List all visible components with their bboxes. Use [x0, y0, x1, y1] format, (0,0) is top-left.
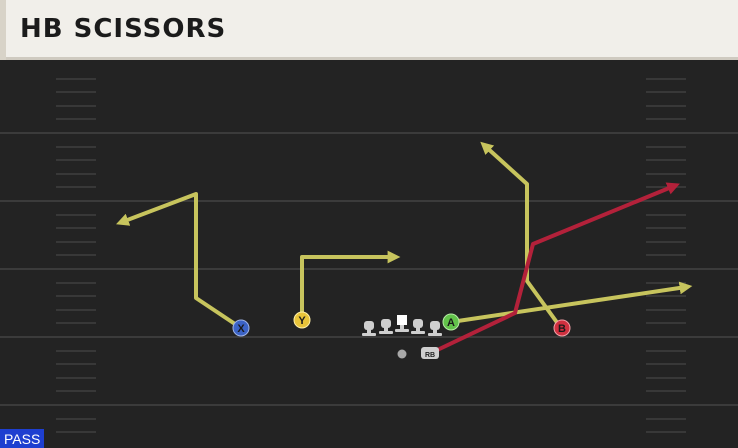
offensive-line — [362, 315, 442, 336]
lineman-icon — [411, 319, 425, 334]
button-y-label: Y — [298, 315, 306, 327]
route-y — [300, 250, 401, 322]
route-b — [480, 141, 563, 330]
hash-marks-left — [56, 78, 96, 433]
button-b-label: B — [558, 323, 566, 335]
running-back-marker: RB — [421, 347, 439, 359]
header-accent — [0, 0, 6, 60]
lineman-icon — [379, 319, 393, 334]
lineman-icon — [428, 321, 442, 336]
rb-label: RB — [425, 352, 435, 359]
center-icon — [395, 315, 409, 332]
play-header: HB SCISSORS — [0, 0, 738, 60]
receiver-y: Y — [293, 311, 311, 329]
lineman-icon — [362, 321, 376, 336]
route-a — [449, 281, 693, 324]
play-title: HB SCISSORS — [20, 14, 227, 44]
receiver-a: A — [442, 313, 460, 331]
yard-lines — [0, 132, 738, 406]
receiver-b: B — [553, 319, 571, 337]
route-rb — [429, 182, 680, 355]
button-x-label: X — [237, 323, 245, 335]
hash-marks-right — [646, 78, 686, 433]
receiver-x: X — [232, 319, 250, 337]
play-type-badge: PASS — [0, 429, 45, 448]
route-x — [116, 192, 243, 330]
button-a-label: A — [447, 317, 455, 329]
play-diagram: RB X Y A B — [0, 78, 738, 433]
quarterback-marker — [397, 349, 407, 359]
